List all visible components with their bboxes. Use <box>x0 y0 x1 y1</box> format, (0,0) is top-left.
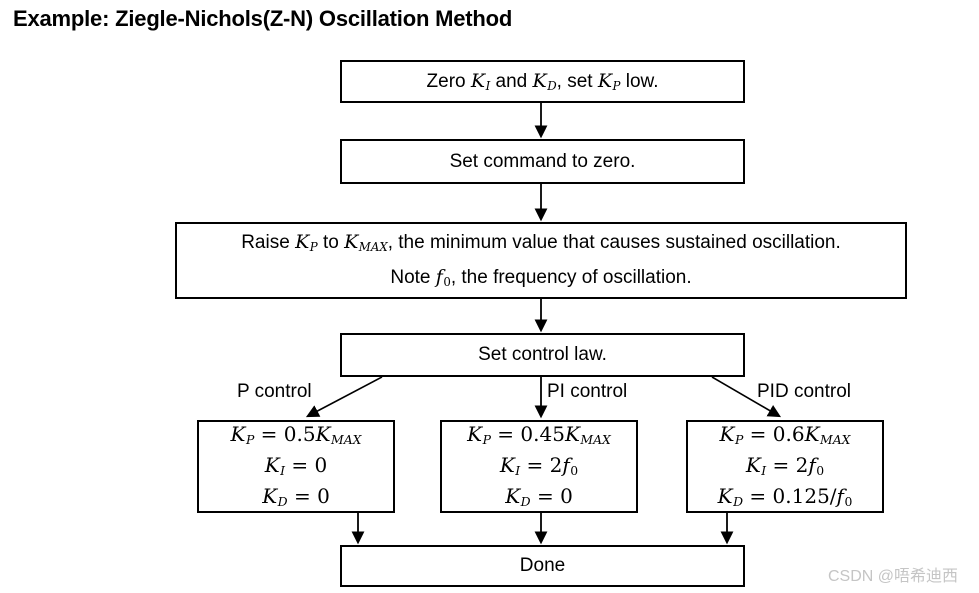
step-raise-kp-line1: Raise KP to KMAX, the minimum value that… <box>241 231 841 254</box>
flow-step-set-control-law: Set control law. <box>340 333 745 377</box>
branch-label-pi-control: PI control <box>547 381 628 402</box>
formula-box-pi: KP = 0.45KMAX KI = 2f0 KD = 0 <box>440 420 638 513</box>
flow-step-set-command: Set command to zero. <box>340 139 745 184</box>
formula-pid-kd: KD = 0.125/f0 <box>717 484 853 509</box>
formula-p-kd: KD = 0 <box>262 484 330 509</box>
step-done-text: Done <box>519 555 566 576</box>
arrow-branch-p <box>305 376 383 418</box>
step-set-command-text: Set command to zero. <box>449 150 636 172</box>
step-set-control-law-text: Set control law. <box>478 344 607 365</box>
branch-label-pid-control: PID control <box>757 381 851 402</box>
formula-pi-ki: KI = 2f0 <box>499 453 579 478</box>
formula-pi-kd: KD = 0 <box>505 484 573 509</box>
step-zero-gains-text: Zero KI and KD, set KP low. <box>426 70 659 93</box>
formula-p-kp: KP = 0.5KMAX <box>230 422 362 447</box>
flow-step-raise-kp: Raise KP to KMAX, the minimum value that… <box>175 222 907 299</box>
formula-pid-kp: KP = 0.6KMAX <box>719 422 851 447</box>
flow-step-done: Done <box>340 545 745 587</box>
formula-pid-ki: KI = 2f0 <box>745 453 825 478</box>
formula-p-ki: KI = 0 <box>264 453 328 478</box>
flow-step-zero-gains: Zero KI and KD, set KP low. <box>340 60 745 103</box>
page-title: Example: Ziegle-Nichols(Z-N) Oscillation… <box>13 6 513 31</box>
formula-pi-kp: KP = 0.45KMAX <box>467 422 611 447</box>
formula-box-pid: KP = 0.6KMAX KI = 2f0 KD = 0.125/f0 <box>686 420 884 513</box>
step-raise-kp-line2: Note f0, the frequency of oscillation. <box>390 266 692 289</box>
formula-box-p: KP = 0.5KMAX KI = 0 KD = 0 <box>197 420 395 513</box>
watermark: CSDN @唔希迪西 <box>828 568 959 585</box>
branch-label-p-control: P control <box>237 381 312 402</box>
